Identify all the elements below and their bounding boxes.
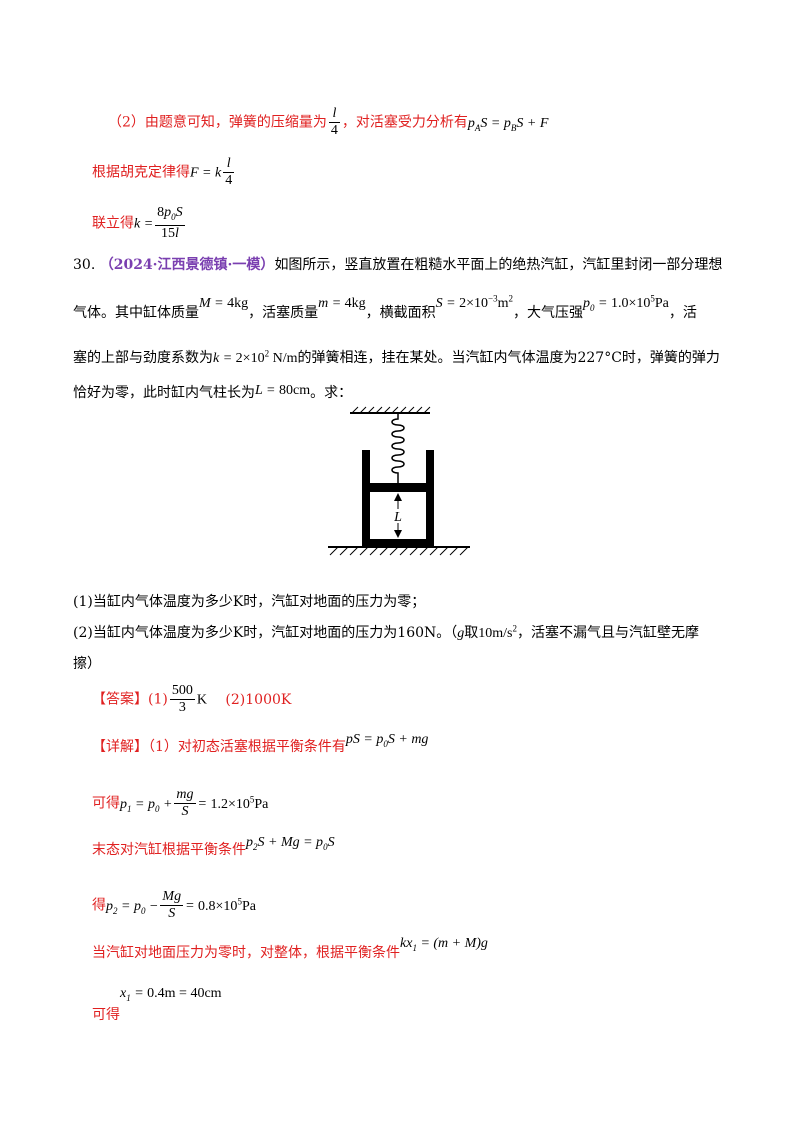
question-source: （2024·江西景德镇·一模） — [99, 257, 275, 273]
sub-question-2: (2)当缸内气体温度为多少K时，汽缸对地面的压力为160N。（g取10m/s2，… — [73, 623, 699, 641]
equation: pAS = pBS + F — [467, 115, 549, 133]
detail-line: 末态对汽缸根据平衡条件p2S + Mg = p0S — [92, 835, 335, 858]
question-line: 气体。其中缸体质量M = 4kg，活塞质量m = 4kg，横截面积S = 2×1… — [73, 293, 697, 321]
question-line: 恰好为零，此时缸内气柱长为L = 80cm。求： — [73, 383, 353, 401]
question-line: 30. （2024·江西景德镇·一模）如图所示，竖直放置在粗糙水平面上的绝热汽缸… — [73, 257, 723, 273]
detail-line: 【详解】（1）对初态活塞根据平衡条件有pS = p0S + mg — [92, 732, 429, 755]
equation: F = k — [190, 165, 222, 181]
cylinder-spring-diagram: L — [328, 406, 470, 556]
equation: k = — [134, 216, 154, 232]
detail-line: 当汽缸对地面压力为零时，对整体，根据平衡条件kx1 = (m + M)g — [92, 936, 488, 961]
length-label: L — [393, 510, 402, 525]
question-line: 塞的上部与劲度系数为k = 2×102 N/m的弹簧相连，挂在某处。当汽缸内气体… — [73, 348, 720, 366]
sub-question-2-cont: 擦） — [73, 656, 101, 672]
detail-line: x1 = 0.4m = 40cm 可得 — [92, 986, 222, 1023]
sub-question-1: (1)当缸内气体温度为多少K时，汽缸对地面的压力为零； — [73, 594, 426, 610]
